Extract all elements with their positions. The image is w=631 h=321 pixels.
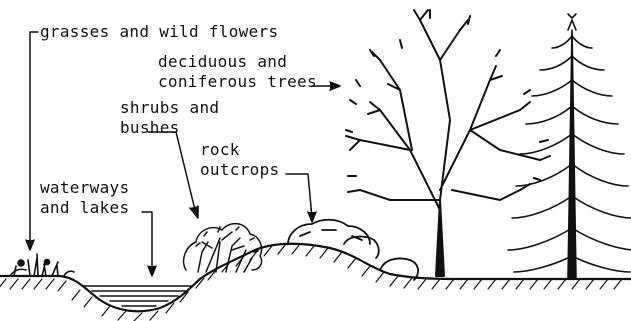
ground-line	[0, 244, 631, 312]
label-shrubs-and-bushes: shrubs and bushes	[120, 98, 219, 138]
lake	[82, 286, 192, 306]
label-rock-outcrops: rock outcrops	[200, 140, 279, 180]
label-waterways-and-lakes: waterways and lakes	[40, 178, 129, 218]
label-grasses-and-wild-flowers: grasses and wild flowers	[40, 22, 278, 42]
deciduous-tree	[346, 10, 550, 276]
coniferous-tree	[508, 14, 631, 278]
rock-outcrops	[288, 220, 418, 280]
grass-tuft	[10, 254, 74, 276]
label-deciduous-and-coniferous-trees: deciduous and coniferous trees	[158, 52, 317, 92]
ground-hatching	[0, 244, 622, 321]
